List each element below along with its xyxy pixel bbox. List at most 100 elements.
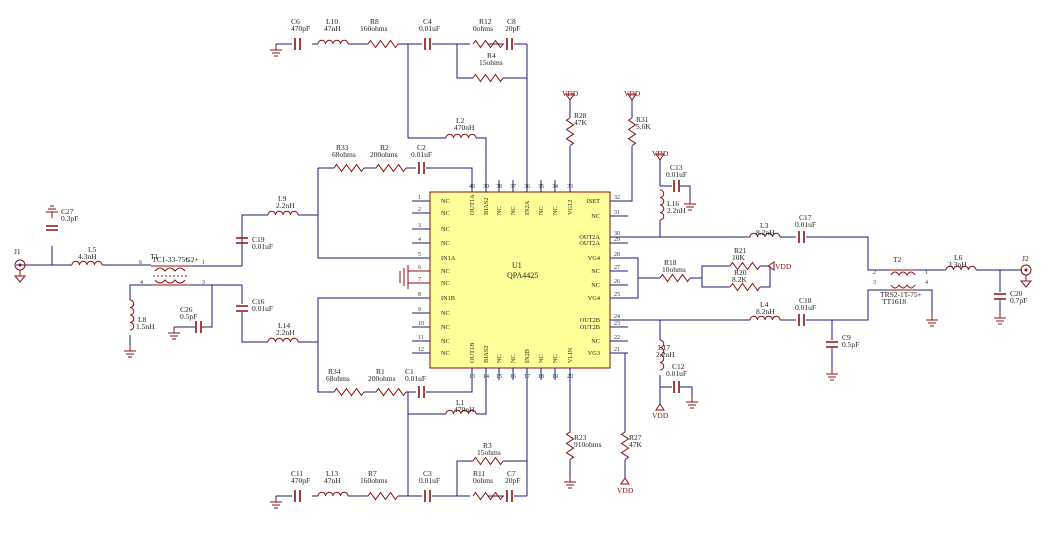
ground-icon-7 — [686, 396, 698, 409]
t2-pin4: 4 — [925, 280, 928, 286]
c27-value: 0.3pF — [61, 214, 78, 223]
capacitor-c4: C40.01uF — [419, 17, 440, 50]
t1-pin6: 6 — [139, 260, 142, 266]
t2-pin1: 1 — [925, 270, 928, 276]
c20-ref: C20 — [1010, 289, 1023, 298]
c12-value: 0.01uF — [666, 369, 687, 378]
chip-pin-1-name: NC — [441, 198, 450, 205]
capacitor-c3: C30.01uF — [419, 469, 440, 502]
chip-pin-19-name: NC — [552, 354, 559, 363]
chip-pin-29-number: 29 — [614, 237, 620, 243]
vdd-r28: VDD — [562, 89, 579, 101]
l13-value: 47nH — [324, 476, 341, 485]
chip-pin-34-number: 34 — [552, 184, 558, 190]
chip-pin-4-number: 4 — [418, 237, 421, 243]
vdd-l16: VDD — [652, 149, 669, 161]
chip-pin-13-name: OUT1B — [469, 343, 476, 363]
chip-pin-20-name: VLIN — [567, 348, 574, 363]
chip-pin-34-name: NC — [552, 206, 559, 215]
chip-pin-27-number: 27 — [614, 265, 620, 271]
capacitor-c1: C10.01uF — [405, 367, 426, 398]
r28-value: 47K — [574, 118, 588, 127]
r31-value: 5.6K — [636, 122, 651, 131]
chip-pin-6-number: 6 — [418, 265, 421, 271]
chip-pin-38-number: 38 — [496, 184, 502, 190]
vdd-l17-label: VDD — [652, 411, 669, 420]
l3-value: 8.2nH — [756, 228, 775, 237]
c9-value: 0.5pF — [842, 340, 859, 349]
t1-ref: T1 — [150, 252, 159, 261]
c7-ref: C7 — [507, 469, 516, 478]
ground-icon-3 — [124, 345, 136, 358]
r7-ref: R7 — [368, 469, 377, 478]
ground-icon-9 — [926, 314, 938, 327]
components: C6470pFL1047nHR8160ohmsC40.01uFR120ohmsC… — [46, 17, 1027, 502]
t1-value: TC1-33-75G2+ — [152, 255, 199, 264]
r31-ref: R31 — [636, 115, 649, 124]
l4-value: 8.2nH — [756, 307, 775, 316]
c19-value: 0.01uF — [252, 242, 273, 251]
chip-pin-22-name: NC — [591, 338, 600, 345]
c2-ref: C2 — [417, 143, 426, 152]
c18-value: 0.01uF — [795, 303, 816, 312]
r4-ref: R4 — [487, 51, 496, 60]
vdd-l17: VDD — [652, 403, 669, 420]
t2-value: TT1618 — [882, 297, 906, 306]
r3-value: 15ohms — [477, 448, 501, 457]
l17-ref: L17 — [658, 343, 670, 352]
chip-pin-26-number: 26 — [614, 279, 620, 285]
inductor-l6: L63.3nH — [945, 253, 977, 271]
chip-pin-24-number: 24 — [614, 314, 620, 320]
c6-value: 470pF — [291, 24, 310, 33]
ground-icon-4 — [168, 327, 180, 340]
chip-pin-28-number: 28 — [614, 252, 620, 258]
r8-ref: R8 — [370, 17, 379, 26]
vdd-l16-label: VDD — [652, 149, 669, 158]
chip-pin-10-name: NC — [441, 324, 450, 331]
l13-ref: L13 — [326, 469, 338, 478]
c11-value: 470pF — [291, 476, 310, 485]
t1-pin1: 1 — [202, 260, 205, 266]
c16-ref: C16 — [252, 297, 265, 306]
chip-pin-30-name: OUT2A — [579, 234, 600, 241]
l16-ref: L16 — [667, 199, 679, 208]
vdd-r21-label: VDD — [775, 262, 792, 271]
l14-value: 2.2nH — [276, 328, 295, 337]
chip-pin-25-number: 25 — [614, 292, 620, 298]
c16-value: 0.01uF — [252, 304, 273, 313]
r23-value: 910ohms — [574, 440, 602, 449]
vdd-r31-label: VDD — [624, 89, 641, 98]
r11-ref: R11 — [473, 469, 485, 478]
inductor-l5: L54.3nH — [71, 245, 103, 266]
connector-j2: J2 — [1019, 254, 1033, 288]
inductor-l4: L48.2nH — [749, 300, 781, 321]
l16-value: 2.2nH — [667, 206, 686, 215]
c9-ref: C9 — [842, 333, 851, 342]
chip-pin-17-number: 17 — [524, 374, 530, 380]
c17-ref: C17 — [799, 213, 812, 222]
chip-pin-9-number: 9 — [418, 307, 421, 313]
chip-pin-25-name: VG4 — [588, 295, 601, 302]
l9-ref: L9 — [278, 194, 287, 203]
l17-value: 2.2nH — [656, 350, 675, 359]
ground-symbols — [46, 44, 1006, 509]
chip-pin-1-number: 1 — [418, 195, 421, 201]
c13-ref: C13 — [670, 163, 683, 172]
chip-pin-33-name: VG12 — [567, 200, 574, 215]
